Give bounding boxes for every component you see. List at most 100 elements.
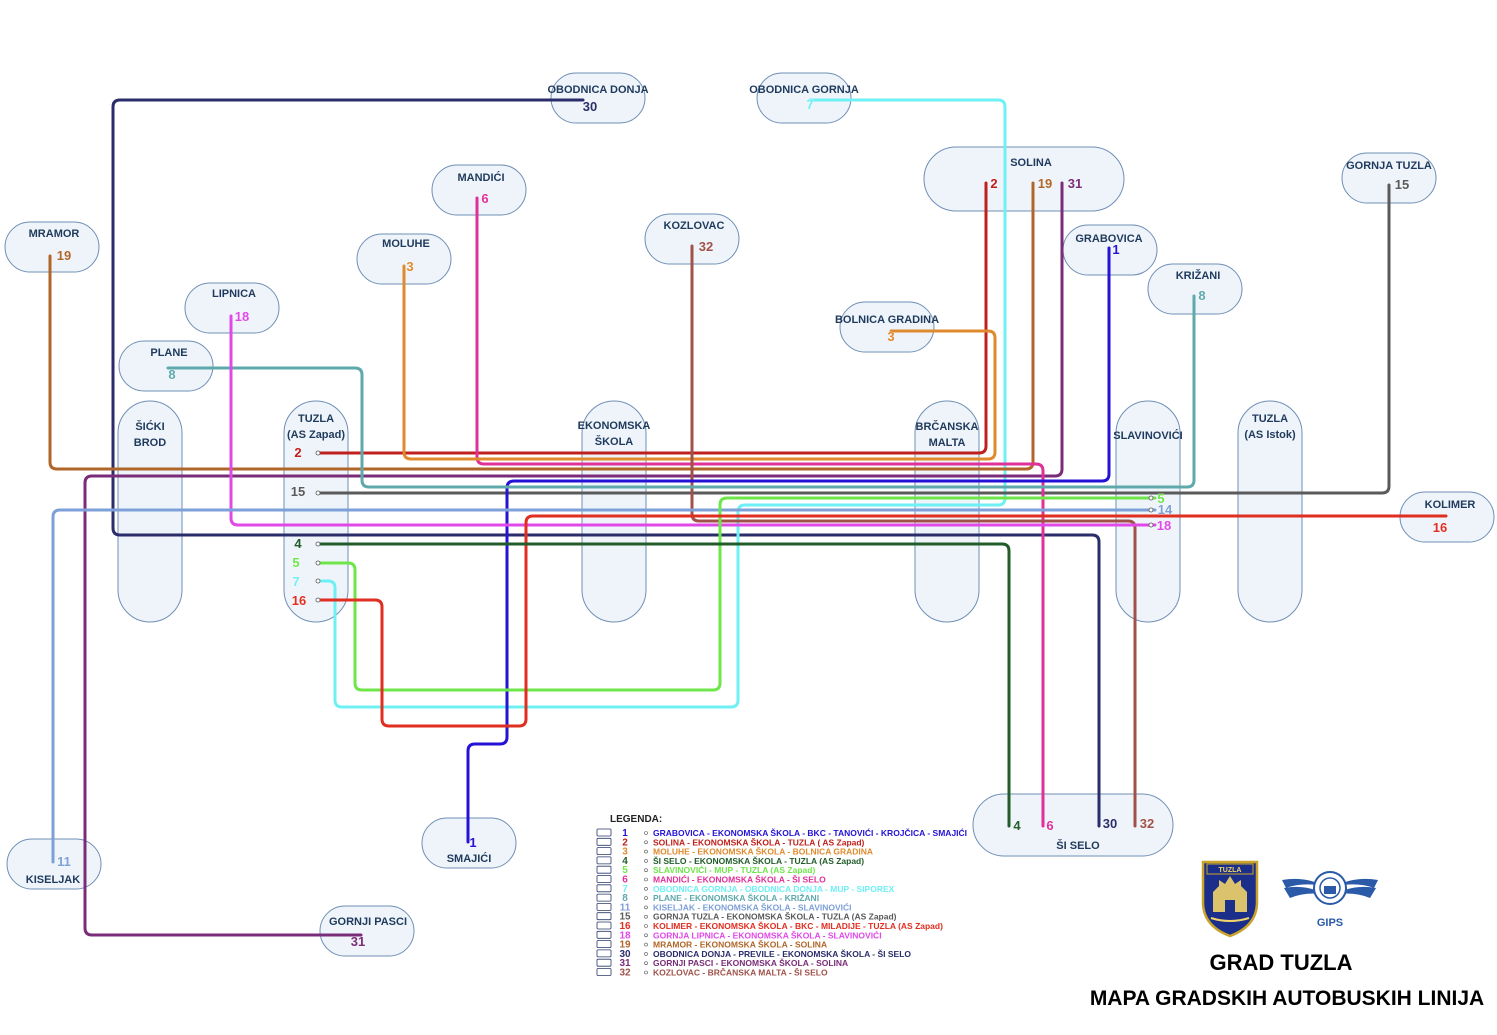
legend-dot (644, 859, 648, 863)
label-sicki-brod-1: ŠIĆKI (135, 420, 164, 433)
bus-icon (596, 865, 612, 874)
legend-route-description: GORNJA LIPNICA - EKONOMSKA ŠKOLA - SLAVI… (653, 929, 882, 940)
stop-tuzla-istok[interactable] (1237, 400, 1303, 623)
legend-dot (644, 896, 648, 900)
route-5[interactable] (316, 496, 1157, 692)
legend-route-number: 6 (622, 875, 628, 886)
route-numbers: 30 7 2 19 31 15 6 19 3 32 1 8 18 3 8 16 … (57, 97, 1448, 949)
route-18[interactable] (229, 314, 1157, 527)
label-slavinovici: SLAVINOVIĆI (1113, 429, 1182, 442)
num-si-selo-6: 6 (1046, 818, 1053, 833)
legend-dot (644, 961, 648, 966)
route-30[interactable] (111, 98, 1101, 828)
num-solina-31: 31 (1068, 176, 1082, 191)
route-4[interactable] (316, 542, 1011, 828)
num-gornji-pasci-31: 31 (351, 934, 365, 949)
num-slavinovici-18: 18 (1157, 518, 1171, 533)
route-8[interactable] (166, 294, 1196, 489)
legend-dot (644, 952, 648, 956)
legend-dot (644, 868, 648, 873)
label-ekonomska-2: ŠKOLA (595, 435, 634, 448)
station-labels: OBODNICA DONJA OBODNICA GORNJA SOLINA GO… (26, 84, 1476, 928)
endpoint-marker (315, 541, 321, 547)
num-tuzla-zapad-2: 2 (294, 445, 301, 460)
label-mandici: MANDIĆI (457, 171, 504, 184)
stop-mramor[interactable] (4, 221, 100, 273)
label-si-selo: ŠI SELO (1056, 839, 1100, 852)
stop-bolnica-gradina[interactable] (839, 301, 935, 353)
num-slavinovici-5: 5 (1157, 491, 1164, 506)
legend-route-number: 11 (620, 902, 631, 913)
legend-dot (644, 942, 648, 947)
legend-route-description: ŠI SELO - EKONOMSKA ŠKOLA - TUZLA (AS Za… (653, 855, 864, 866)
legend-dot (644, 933, 648, 938)
num-lipnica-18: 18 (235, 309, 249, 324)
legend-dot (644, 914, 648, 919)
route-7[interactable] (316, 98, 1007, 709)
num-krizani-8: 8 (1198, 288, 1205, 303)
label-grabovica: GRABOVICA (1075, 233, 1142, 245)
bus-icon (596, 912, 612, 921)
route-2[interactable] (316, 181, 988, 455)
label-krizani: KRIŽANI (1176, 269, 1221, 282)
label-kozlovac: KOZLOVAC (664, 220, 725, 232)
num-kolimer-16: 16 (1433, 520, 1447, 535)
label-obodnica-gornja: OBODNICA GORNJA (749, 84, 859, 96)
label-tuzla-zapad-1: TUZLA (298, 413, 334, 425)
num-obodnica-gornja-7: 7 (806, 97, 813, 112)
label-gornji-pasci: GORNJI PASCI (329, 916, 407, 928)
legend-route-description: OBODNICA DONJA - PREVILE - EKONOMSKA ŠKO… (653, 948, 911, 959)
stop-obodnica-gornja[interactable] (756, 72, 852, 124)
label-kolimer: KOLIMER (1425, 499, 1476, 511)
label-gornja-tuzla: GORNJA TUZLA (1346, 160, 1432, 172)
route-15[interactable] (316, 183, 1391, 495)
route-16[interactable] (316, 514, 1448, 728)
num-gornja-tuzla-15: 15 (1395, 177, 1409, 192)
stop-obodnica-donja[interactable] (550, 72, 646, 124)
label-mramor: MRAMOR (29, 228, 80, 240)
route-11[interactable] (51, 508, 1157, 864)
legend-route-number: 7 (622, 884, 628, 895)
num-moluhe-3: 3 (406, 259, 413, 274)
legend-route-number: 2 (622, 837, 628, 848)
legend-dot (644, 970, 648, 975)
bus-icon (596, 903, 612, 911)
label-obodnica-donja: OBODNICA DONJA (547, 84, 648, 96)
bus-icon (596, 837, 612, 846)
legend-route-description: MRAMOR - EKONOMSKA ŠKOLA - SOLINA (653, 939, 827, 950)
stop-gornji-pasci[interactable] (319, 905, 415, 957)
stop-si-selo[interactable] (972, 793, 1174, 857)
label-plane: PLANE (150, 347, 187, 359)
routes (48, 98, 1448, 937)
legend-route-number: 1 (622, 828, 628, 839)
num-solina-2: 2 (990, 176, 997, 191)
num-grabovica-1: 1 (1112, 242, 1119, 257)
route-31[interactable] (83, 181, 1064, 937)
legend-route-number: 32 (619, 968, 631, 979)
num-plane-8: 8 (168, 367, 175, 382)
legend-route-description: GORNJI PASCI - EKONOMSKA ŠKOLA - SOLINA (653, 957, 848, 968)
stop-solina[interactable] (923, 146, 1125, 212)
legend-route-description: GORNJA TUZLA - EKONOMSKA ŠKOLA - TUZLA (… (653, 911, 897, 922)
stop-plane[interactable] (118, 340, 214, 392)
map-subtitle: MAPA GRADSKIH AUTOBUSKIH LINIJA (1090, 987, 1484, 1010)
bus-icon (596, 856, 612, 865)
legend-route-description: KOLIMER - EKONOMSKA ŠKOLA - BKC - MILADI… (653, 920, 943, 931)
label-tuzla-istok-2: (AS Istok) (1244, 429, 1296, 441)
legend-title: LEGENDA: (610, 814, 662, 825)
route-1[interactable] (466, 246, 1111, 844)
bus-icon (596, 949, 612, 958)
stop-mandici[interactable] (431, 164, 527, 216)
bus-icon (596, 940, 612, 948)
route-3[interactable] (402, 264, 997, 461)
legend-route-number: 16 (619, 921, 631, 932)
